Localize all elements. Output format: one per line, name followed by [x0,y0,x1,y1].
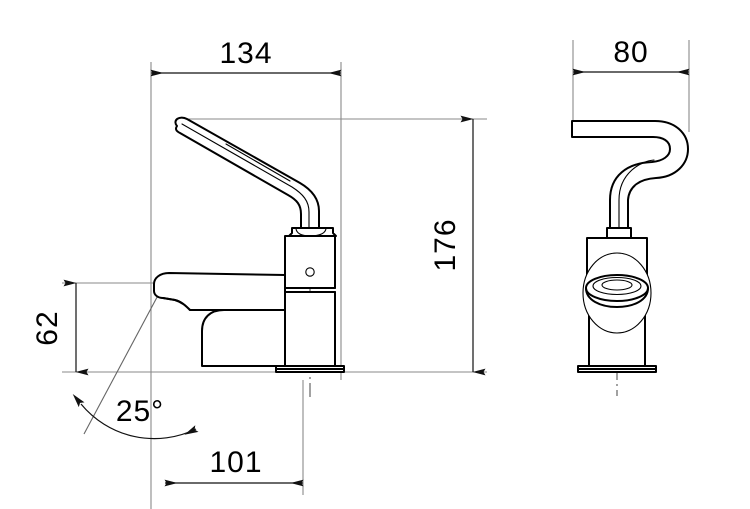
grub-screw-hole [305,267,315,277]
extension-lines-side-view [572,40,690,132]
dimension-angle-25: 25° [72,285,199,440]
lever-handle-side-inner-line [618,159,655,229]
dimension-width-134: 134 [150,37,342,77]
angle-arc-25 [72,393,199,440]
view-front-elevation [153,116,345,398]
dimension-height-176: 176 [429,115,486,376]
dim-label-176: 176 [429,218,462,271]
dimension-height-62: 62 [31,279,89,376]
dim-label-62: 62 [31,310,64,345]
lever-stem-collar-side [606,227,632,239]
spout-tip-radius [153,272,170,285]
lever-handle-outline [174,116,320,229]
spout-arm-upper [153,272,286,311]
dim-label-80: 80 [613,36,648,69]
lever-handle-inner-line [181,123,310,229]
body-column [284,291,336,367]
dimension-depth-80: 80 [572,36,690,76]
dim-label-25-degrees: 25° [116,395,164,428]
lever-handle-highlight [225,143,291,182]
aerator-lower-edge [585,287,649,308]
dim-label-101: 101 [209,446,262,479]
dim-label-134: 134 [219,37,272,70]
lever-handle-side-outline [571,120,689,229]
spout-underside-line [162,297,286,311]
dimension-reach-101: 101 [164,446,304,487]
cartridge-housing [284,235,336,289]
aerator-inner-ring [601,279,633,291]
view-side-elevation [571,120,689,396]
